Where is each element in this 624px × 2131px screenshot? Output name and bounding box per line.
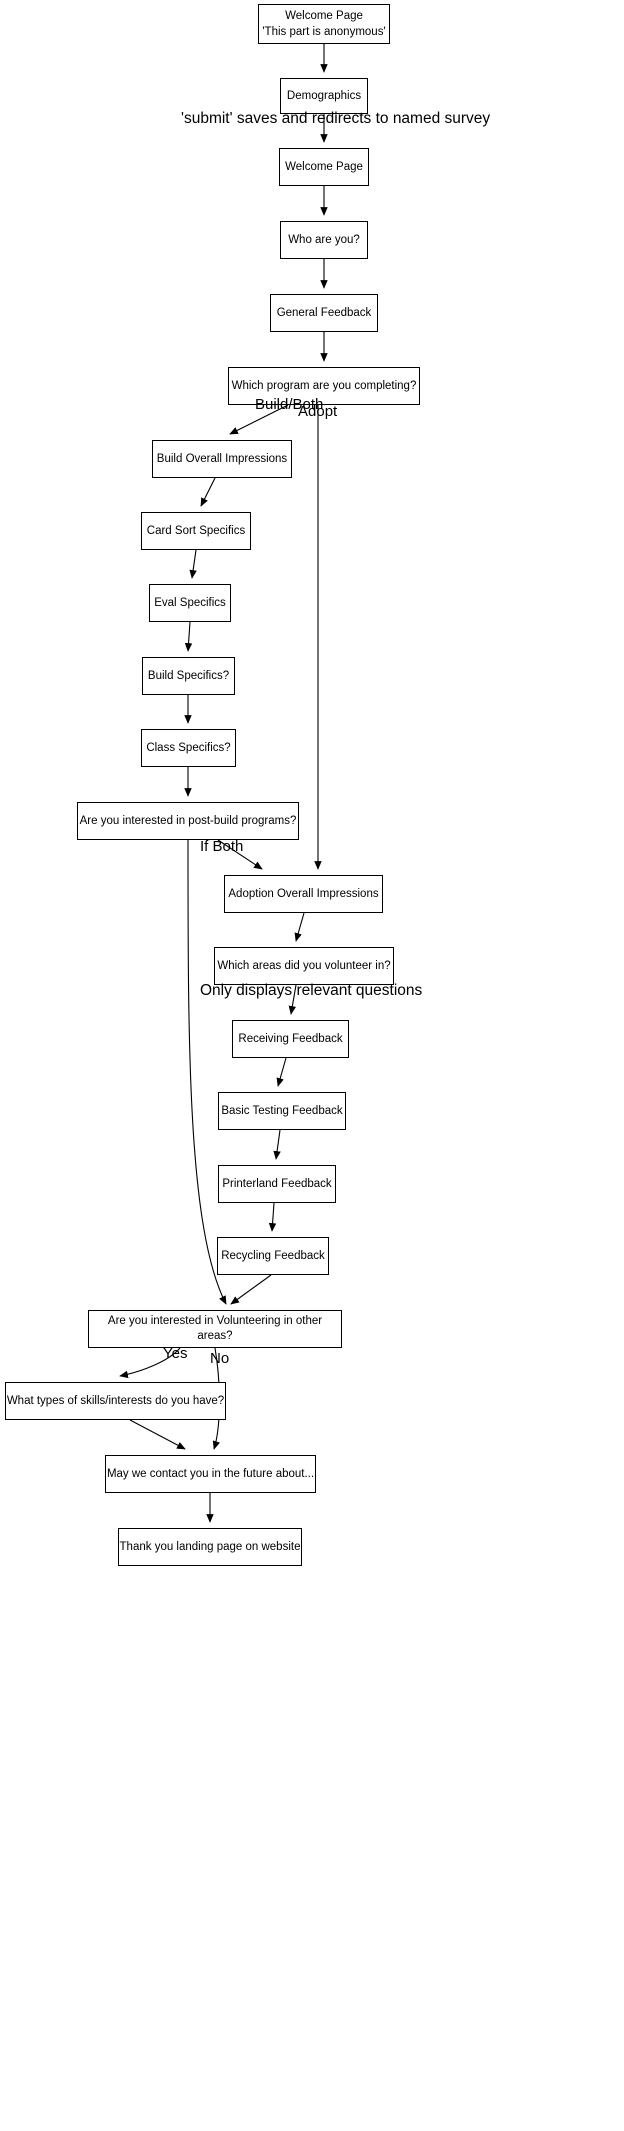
node-contact-future-label: May we contact you in the future about..…	[106, 1467, 315, 1480]
node-post-build-programs[interactable]: Are you interested in post-build program…	[77, 802, 299, 840]
node-recycling-feedback[interactable]: Recycling Feedback	[217, 1237, 329, 1275]
node-build-overall-impressions-label: Build Overall Impressions	[156, 452, 288, 465]
node-build-overall-impressions[interactable]: Build Overall Impressions	[152, 440, 292, 478]
edge-recycling-to-volunteer-other	[230, 1274, 272, 1305]
edge-post-build-to-adoption-overall	[217, 839, 263, 870]
edge-which-program-to-build-overall	[229, 404, 289, 435]
edge-basic-testing-to-printerland	[273, 1129, 281, 1160]
node-recycling-feedback-label: Recycling Feedback	[221, 1249, 325, 1262]
node-who-are-you-label: Who are you?	[288, 233, 360, 246]
node-thank-you-landing-label: Thank you landing page on website	[119, 1540, 301, 1553]
node-receiving-feedback[interactable]: Receiving Feedback	[232, 1020, 349, 1058]
node-build-specifics[interactable]: Build Specifics?	[142, 657, 235, 695]
node-skills-interests-label: What types of skills/interests do you ha…	[6, 1394, 225, 1407]
node-build-specifics-label: Build Specifics?	[147, 669, 230, 682]
node-general-feedback-label: General Feedback	[276, 306, 372, 319]
node-card-sort-specifics[interactable]: Card Sort Specifics	[141, 512, 251, 550]
edge-adoption-overall-to-which-areas	[294, 912, 305, 942]
edge-label-build-both: Build/Both	[255, 396, 324, 413]
edge-which-areas-to-receiving	[288, 984, 297, 1015]
node-welcome-anonymous[interactable]: Welcome Page 'This part is anonymous'	[258, 4, 390, 44]
note-submit-redirect: 'submit' saves and redirects to named su…	[181, 110, 491, 127]
node-printerland-feedback[interactable]: Printerland Feedback	[218, 1165, 336, 1203]
edge-post-build-to-volunteer-other	[187, 839, 227, 1305]
edge-card-sort-to-eval	[189, 549, 197, 579]
node-contact-future[interactable]: May we contact you in the future about..…	[105, 1455, 316, 1493]
node-eval-specifics[interactable]: Eval Specifics	[149, 584, 231, 622]
edge-skills-to-contact	[129, 1419, 186, 1450]
node-class-specifics[interactable]: Class Specifics?	[141, 729, 236, 767]
node-volunteer-other-areas[interactable]: Are you interested in Volunteering in ot…	[88, 1310, 342, 1348]
node-welcome-anonymous-line2: 'This part is anonymous'	[262, 26, 386, 38]
node-which-areas-volunteer[interactable]: Which areas did you volunteer in?	[214, 947, 394, 985]
node-adoption-overall-impressions[interactable]: Adoption Overall Impressions	[224, 875, 383, 913]
edge-label-yes: Yes	[163, 1345, 188, 1362]
node-demographics[interactable]: Demographics	[280, 78, 368, 114]
note-relevant-questions: Only displays relevant questions	[200, 982, 423, 999]
node-general-feedback[interactable]: General Feedback	[270, 294, 378, 332]
edge-label-no: No	[210, 1350, 230, 1367]
node-welcome-page-named-label: Welcome Page	[285, 160, 363, 173]
node-receiving-feedback-label: Receiving Feedback	[238, 1032, 343, 1045]
node-class-specifics-label: Class Specifics?	[146, 741, 231, 754]
node-basic-testing-feedback[interactable]: Basic Testing Feedback	[218, 1092, 346, 1130]
edge-volunteer-other-to-skills	[119, 1347, 181, 1379]
node-volunteer-other-areas-label: Are you interested in Volunteering in ot…	[107, 1315, 323, 1342]
node-thank-you-landing[interactable]: Thank you landing page on website	[118, 1528, 302, 1566]
node-welcome-anonymous-line1: Welcome Page	[285, 10, 363, 22]
edge-receiving-to-basic-testing	[276, 1057, 287, 1087]
edge-label-adopt: Adopt	[298, 403, 338, 420]
node-printerland-feedback-label: Printerland Feedback	[222, 1177, 332, 1190]
node-demographics-label: Demographics	[286, 89, 362, 102]
node-card-sort-specifics-label: Card Sort Specifics	[146, 524, 246, 537]
node-post-build-programs-label: Are you interested in post-build program…	[79, 814, 297, 827]
node-adoption-overall-impressions-label: Adoption Overall Impressions	[228, 887, 379, 900]
node-skills-interests[interactable]: What types of skills/interests do you ha…	[5, 1382, 226, 1420]
node-which-program-label: Which program are you completing?	[231, 379, 417, 392]
edge-printerland-to-recycling	[268, 1202, 277, 1232]
node-which-areas-volunteer-label: Which areas did you volunteer in?	[217, 959, 391, 972]
node-who-are-you[interactable]: Who are you?	[280, 221, 368, 259]
node-basic-testing-feedback-label: Basic Testing Feedback	[221, 1104, 343, 1117]
node-which-program[interactable]: Which program are you completing?	[228, 367, 420, 405]
node-welcome-page-named[interactable]: Welcome Page	[279, 148, 369, 186]
edge-build-overall-to-card-sort	[200, 477, 216, 507]
edge-label-if-both: If Both	[200, 838, 244, 855]
edge-eval-to-build-specifics	[184, 621, 193, 652]
node-eval-specifics-label: Eval Specifics	[154, 596, 226, 609]
